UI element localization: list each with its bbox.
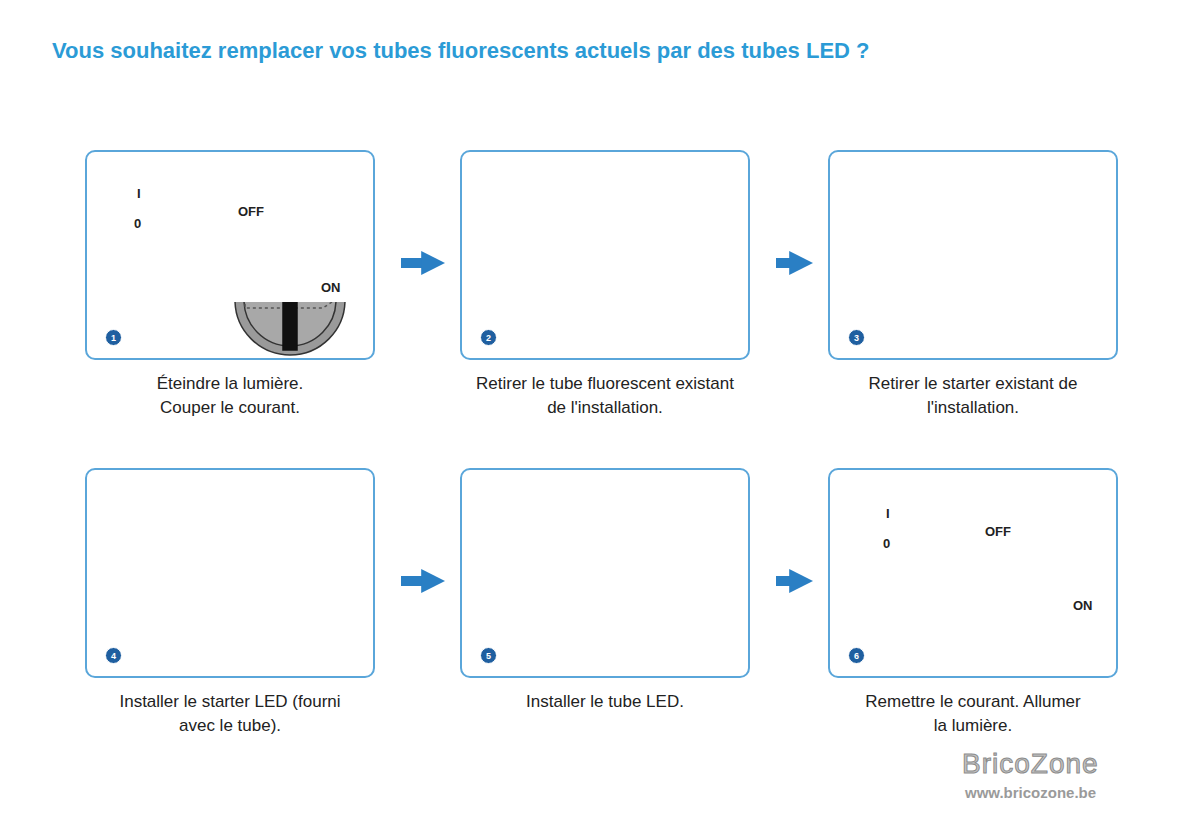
step-panel: Retirer le tube fluorescent existant de … (460, 150, 750, 360)
step-number: 5 (480, 647, 497, 664)
step-arrow (401, 258, 426, 268)
step-caption: Installer le tube LED. (465, 690, 745, 714)
step-caption: Éteindre la lumière. Couper le courant. (130, 372, 330, 420)
dial-label: OFF (985, 524, 1011, 539)
switch-off-figure (172, 302, 345, 355)
switch-mark: 0 (883, 536, 890, 551)
callout-number: 1 (111, 333, 116, 343)
step-arrow (401, 576, 426, 586)
dial-label: ON (321, 280, 341, 295)
watermark: BricoZone (962, 748, 1099, 780)
step-number: 1 (105, 329, 122, 346)
page-title: Vous souhaitez remplacer vos tubes fluor… (52, 38, 870, 64)
step-panel: Installer le starter LED (fourni avec le… (85, 468, 375, 678)
callout-number: 3 (854, 333, 859, 343)
callout-number: 6 (854, 651, 859, 661)
step-panel: Installer le tube LED.5 (460, 468, 750, 678)
step-caption: Retirer le starter existant de l'install… (848, 372, 1098, 420)
step-caption: Remettre le courant. Allumer la lumière. (863, 690, 1083, 738)
step-panel: Retirer le starter existant de l'install… (828, 150, 1118, 360)
step-number: 4 (105, 647, 122, 664)
step-number: 3 (848, 329, 865, 346)
watermark-url: www.bricozone.be (965, 784, 1096, 801)
switch-mark: I (886, 506, 890, 521)
step-panel: Éteindre la lumière. Couper le courant.1 (85, 150, 375, 360)
callout-number: 4 (111, 651, 116, 661)
step-caption: Retirer le tube fluorescent existant de … (475, 372, 735, 420)
step-number: 2 (480, 329, 497, 346)
switch-mark: I (137, 186, 141, 201)
step-arrow (776, 258, 794, 268)
step-arrow (776, 576, 794, 586)
dial-label: OFF (238, 204, 264, 219)
switch-mark: 0 (134, 216, 141, 231)
step-caption: Installer le starter LED (fourni avec le… (115, 690, 345, 738)
dial-label: ON (1073, 598, 1093, 613)
callout-number: 2 (486, 333, 491, 343)
step-number: 6 (848, 647, 865, 664)
callout-number: 5 (486, 651, 491, 661)
step-panel: Remettre le courant. Allumer la lumière.… (828, 468, 1118, 678)
